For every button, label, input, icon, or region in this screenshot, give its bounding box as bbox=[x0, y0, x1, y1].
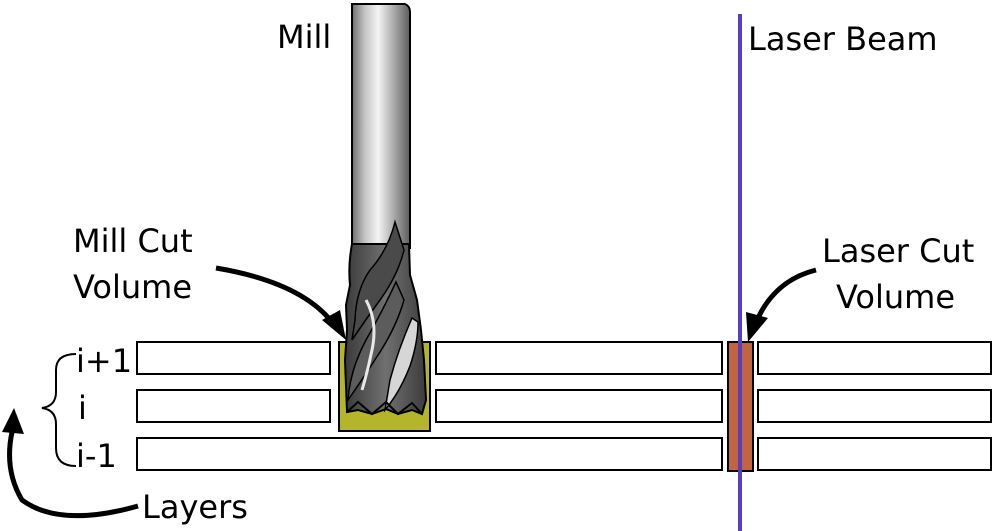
layer-i-minus-1-block-2 bbox=[757, 437, 992, 471]
laser-beam-label: Laser Beam bbox=[748, 20, 938, 58]
layer-i bbox=[136, 389, 992, 423]
layer-i-plus-1-label: i+1 bbox=[76, 342, 132, 380]
layer-i-minus-1 bbox=[136, 437, 992, 471]
layers-arrowhead bbox=[2, 408, 24, 434]
layer-i-plus-1-block-1 bbox=[136, 341, 331, 375]
laser-cut-arrow bbox=[755, 267, 817, 320]
laser-cut-arrowhead bbox=[746, 312, 768, 342]
layer-i-label: i bbox=[78, 389, 87, 427]
layer-i-plus-1-block-3 bbox=[757, 341, 992, 375]
mill-cut-volume-label-line2: Volume bbox=[73, 268, 192, 306]
layers-brace bbox=[41, 353, 77, 467]
mill-cut-volume-label-line1: Mill Cut bbox=[73, 222, 193, 260]
layer-i-block-1 bbox=[136, 389, 331, 423]
laser-cut-volume-label-line2: Volume bbox=[836, 278, 955, 316]
end-mill-cutter-icon bbox=[343, 3, 428, 416]
layers-arrow bbox=[7, 431, 139, 519]
layer-i-block-3 bbox=[757, 389, 992, 423]
layers-label: Layers bbox=[142, 488, 248, 526]
mill-cut-arrowhead bbox=[322, 310, 346, 340]
layer-i-plus-1 bbox=[136, 341, 992, 375]
laser-cut-volume-label-line1: Laser Cut bbox=[822, 232, 974, 270]
mill-label: Mill bbox=[277, 18, 331, 56]
mill-cut-arrow bbox=[215, 265, 334, 324]
layer-i-minus-1-label: i-1 bbox=[76, 437, 117, 475]
layer-i-block-2 bbox=[435, 389, 723, 423]
layer-i-minus-1-block-1 bbox=[136, 437, 723, 471]
layer-i-plus-1-block-2 bbox=[435, 341, 723, 375]
